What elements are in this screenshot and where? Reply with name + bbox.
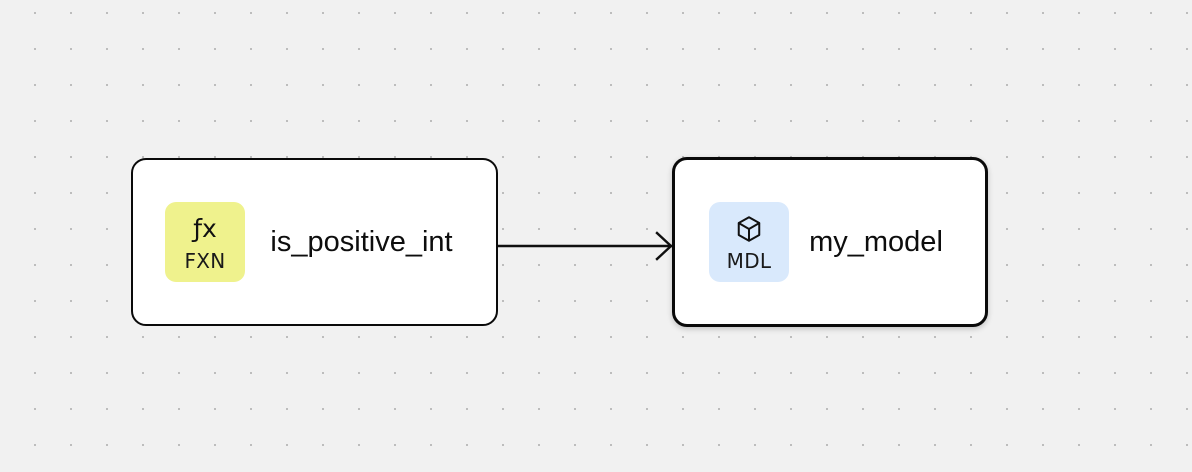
function-badge-caption: FXN bbox=[184, 248, 226, 273]
model-badge-caption: MDL bbox=[726, 248, 772, 273]
edge-fxn-to-mdl[interactable] bbox=[498, 231, 673, 261]
function-fx-icon: ƒx bbox=[193, 214, 217, 243]
model-badge: MDL bbox=[709, 202, 789, 282]
node-my-model[interactable]: MDL my_model bbox=[672, 157, 988, 327]
cube-box-icon bbox=[734, 214, 764, 244]
function-badge: ƒx FXN bbox=[165, 202, 245, 282]
node-is-positive-int[interactable]: ƒx FXN is_positive_int bbox=[131, 158, 498, 326]
edge-arrowhead-icon bbox=[655, 231, 673, 261]
node-label-is-positive-int: is_positive_int bbox=[270, 225, 453, 258]
node-label-my-model: my_model bbox=[809, 225, 943, 258]
